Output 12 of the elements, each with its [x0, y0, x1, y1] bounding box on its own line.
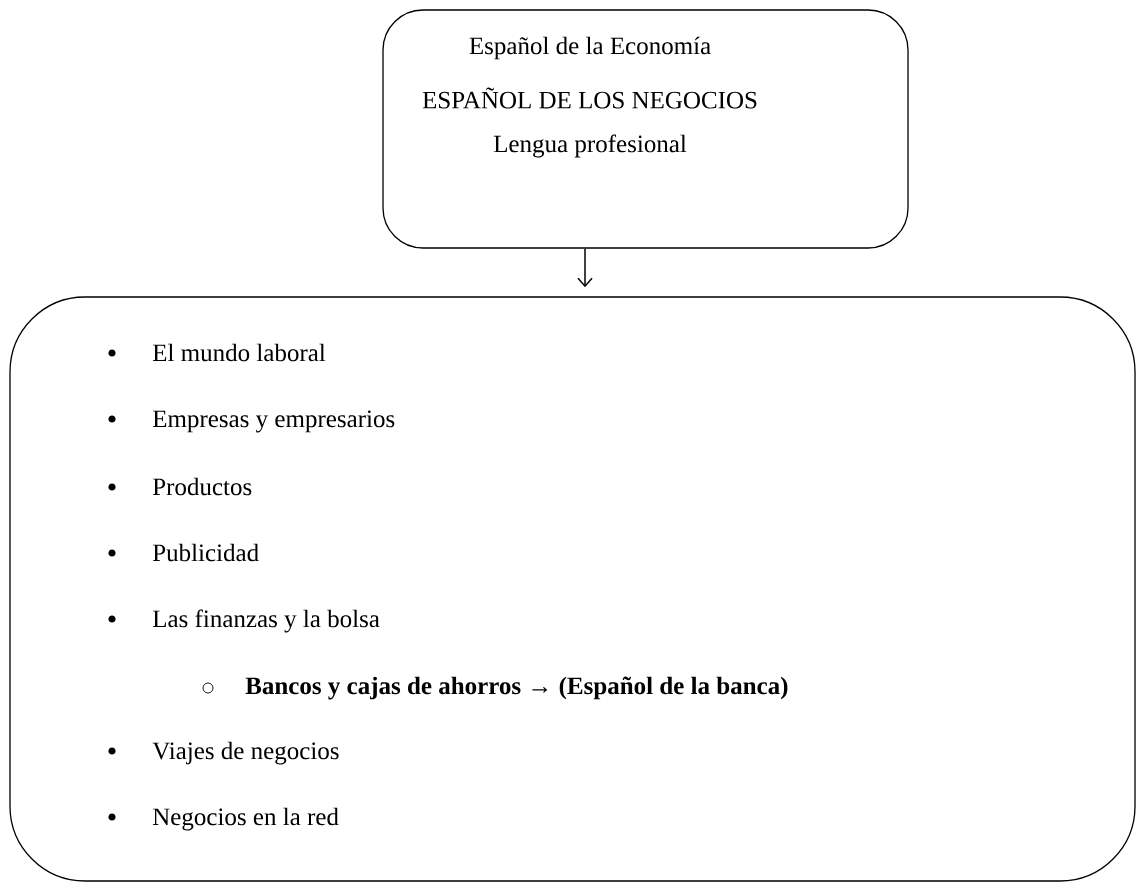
heading-text: Español de la Economía [469, 36, 711, 60]
list-item: Publicidad [152, 543, 259, 562]
list-item: Bancos y cajas de ahorros → (Español de la banca) [245, 676, 788, 700]
list-item: Las finanzas y la bolsa [152, 609, 380, 633]
list-item: Viajes de negocios [152, 741, 339, 765]
heading-text: ESPAÑOL DE LOS NEGOCIOS [422, 87, 757, 109]
heading-text: Lengua profesional [493, 134, 687, 158]
list-item: Empresas y empresarios [152, 410, 395, 433]
list-item: El mundo laboral [152, 343, 326, 362]
arrow [577, 247, 593, 288]
list-item: Productos [152, 477, 252, 496]
list-item: Negocios en la red [152, 807, 339, 831]
